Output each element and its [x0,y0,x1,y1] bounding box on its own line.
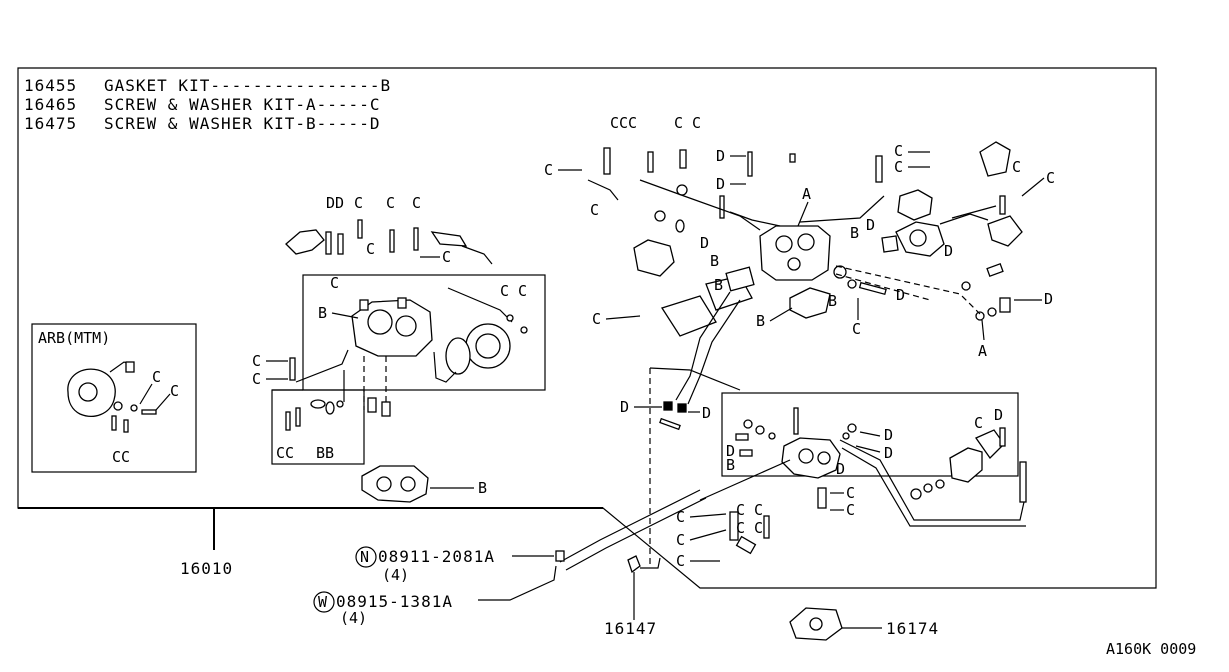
arb-mtm-inset: ARB(MTM) C C CC [31,323,197,473]
right-label-d3: D [700,234,709,252]
inset-label-c1: C [152,368,161,386]
right-label-a2: A [978,342,987,360]
legend-part-no-1: 16455 [24,76,77,95]
main-frame [17,67,1157,589]
right-label-b3: B [756,312,765,330]
legend-text-3: SCREW & WASHER KIT-B-----D [104,114,380,133]
right-label-a1: A [802,185,811,203]
right-label-cc: C C [674,114,701,132]
left-label-bb: BB [316,444,334,462]
bolt-w-qty: (4) [340,609,367,627]
right-label-cc3: C C [736,519,763,537]
right-label-b4: B [828,292,837,310]
right-label-d6: D [944,242,953,260]
right-label-d2: D [716,175,725,193]
right-label-c3: C [592,310,601,328]
bolt-n-letter: N [360,548,369,566]
right-label-c10: C [846,484,855,502]
bolt-n-part-number: 08911-2081A [378,547,495,566]
right-label-d5: D [896,286,905,304]
bolt-n-qty: (4) [382,566,409,584]
right-label-d9: D [702,404,711,422]
right-label-d12: D [884,444,893,462]
bolt-w-symbol [313,591,335,613]
right-label-c12: C [676,508,685,526]
left-label-c6: C [330,274,339,292]
right-label-c6: C [894,158,903,176]
inset-label-c2: C [170,382,179,400]
right-label-d10: D [726,442,735,460]
left-label-cc: CC [276,444,294,462]
right-label-d13: D [836,460,845,478]
left-label-c3: C [412,194,421,212]
bolt-w-part-number: 08915-1381A [336,592,453,611]
right-label-c9: C [974,414,983,432]
right-label-d8: D [620,398,629,416]
left-carburetor-group: DD C C C C C C B C C C C CC BB B [252,194,546,503]
left-label-dd: DD [326,194,344,212]
right-label-c7: C [1012,158,1021,176]
inset-label-cc: CC [112,448,130,466]
legend: 16455 GASKET KIT----------------B 16465 … [24,76,391,133]
right-label-c1: C [544,161,553,179]
right-label-d7: D [1044,290,1053,308]
right-label-b2: B [714,276,723,294]
legend-part-no-2: 16465 [24,95,77,114]
right-label-c4: C [852,320,861,338]
legend-part-no-3: 16475 [24,114,77,133]
left-label-c10: C [252,370,261,388]
legend-text-2: SCREW & WASHER KIT-A-----C [104,95,380,114]
legend-text-1: GASKET KIT----------------B [104,76,391,95]
right-label-d4: D [866,216,875,234]
right-label-c8: C [1046,169,1055,187]
inset-title: ARB(MTM) [38,329,110,347]
right-label-b6: B [726,456,735,474]
right-label-d11: D [884,426,893,444]
bolt-n-symbol [355,546,377,568]
sensor-part-number: 16147 [604,619,657,638]
insulator-part-number: 16174 [886,619,939,638]
right-label-d14: D [994,406,1003,424]
right-label-d1: D [716,147,725,165]
left-label-c7: C [500,282,509,300]
left-label-b1: B [318,304,327,322]
right-label-b1: B [710,252,719,270]
diagram-code: A160K 0009 [1106,640,1196,658]
left-label-c8: C [518,282,527,300]
right-label-cc2: C C [736,501,763,519]
left-label-c2: C [386,194,395,212]
right-label-c14: C [676,552,685,570]
left-label-c9: C [252,352,261,370]
gasket-label-b: B [478,479,487,497]
left-label-c4: C [366,240,375,258]
right-label-c5: C [894,142,903,160]
bottom-callouts: 16010 N 08911-2081A (4) W 08915-1381A (4… [180,546,1196,658]
main-part-number: 16010 [180,559,233,578]
left-label-c5: C [442,248,451,266]
right-label-c2: C [590,201,599,219]
right-label-c11: C [846,501,855,519]
left-label-c1: C [354,194,363,212]
right-label-b5: B [850,224,859,242]
right-carburetor-group: CCC C C C C D D A D B B C B B B D C D C … [544,114,1055,571]
bolt-w-letter: W [318,593,328,611]
right-label-ccc: CCC [610,114,637,132]
right-label-c13: C [676,531,685,549]
